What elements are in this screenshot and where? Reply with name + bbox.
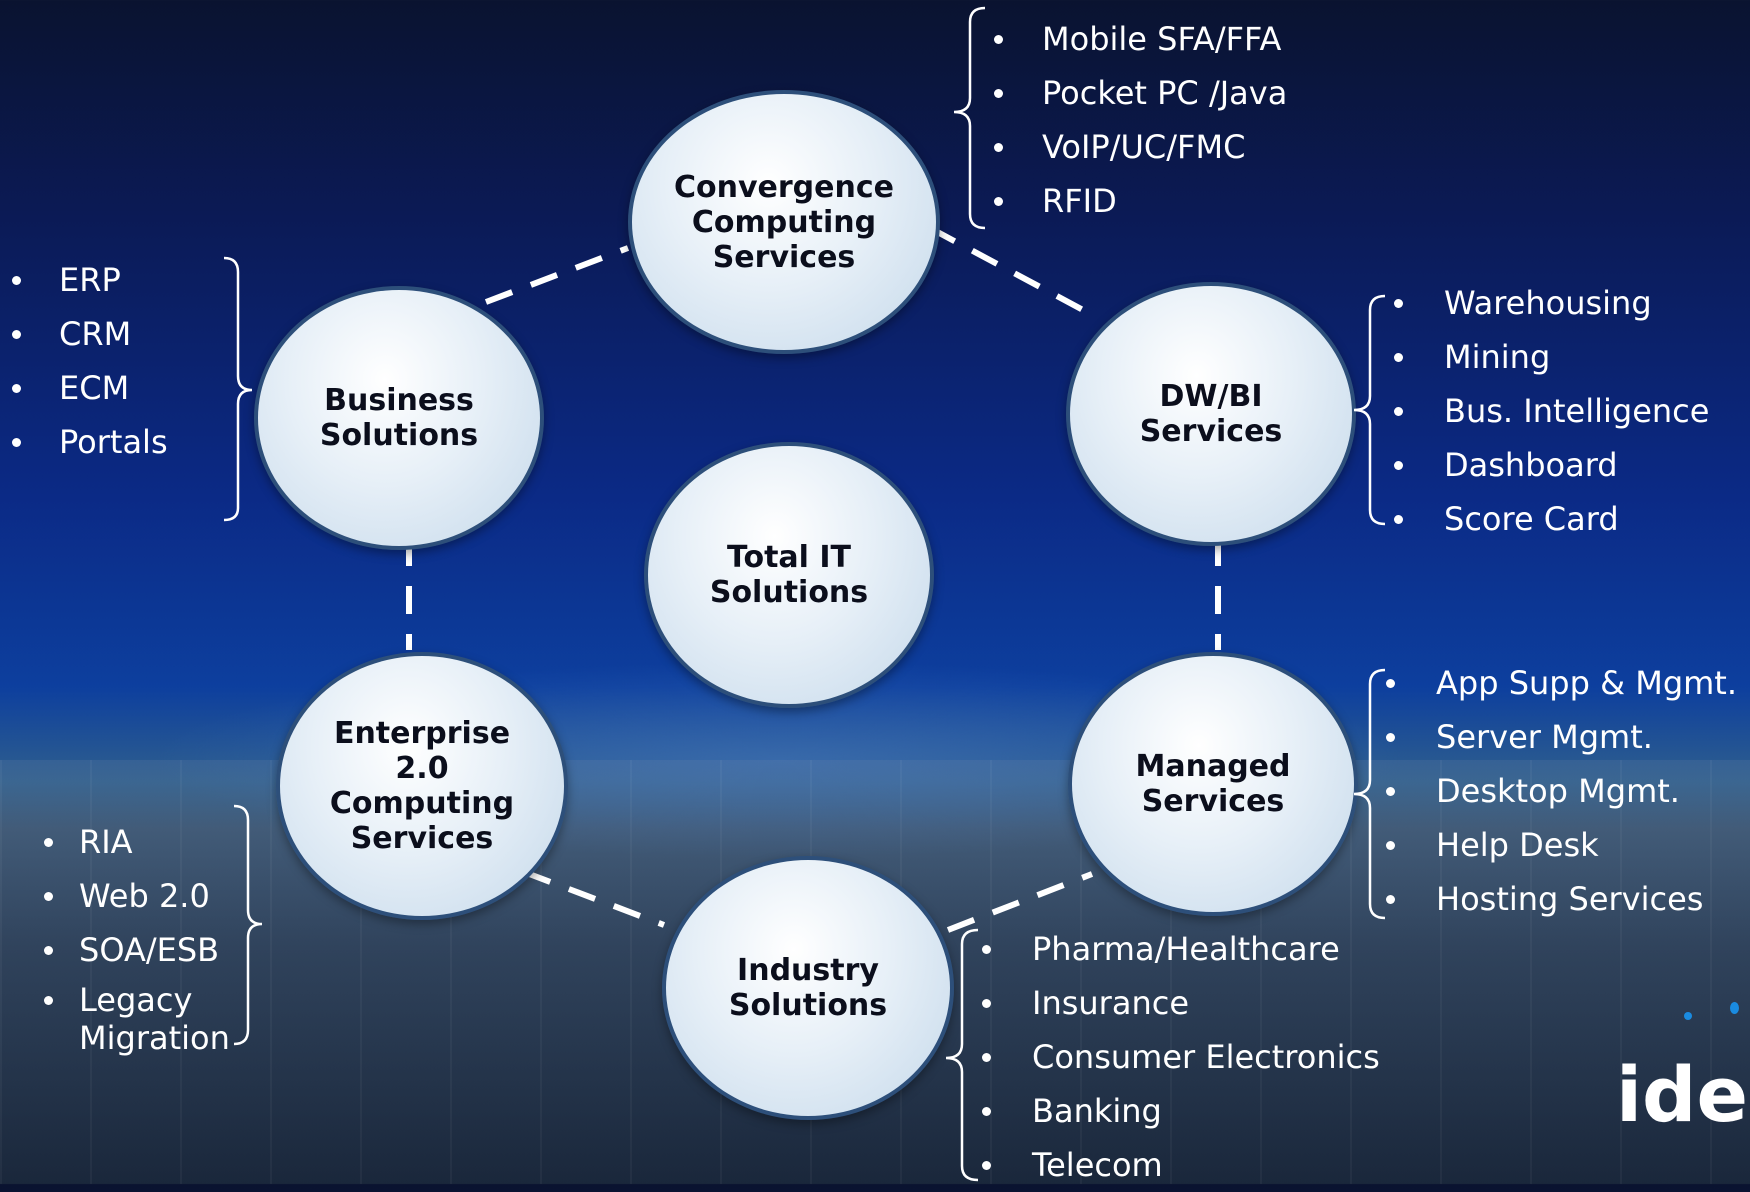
list-item: RIA <box>44 815 230 869</box>
bullet-icon <box>982 945 991 954</box>
list-convergence: Mobile SFA/FFA Pocket PC /Java VoIP/UC/F… <box>994 12 1287 228</box>
brace-managed <box>1353 668 1386 920</box>
bullet-icon <box>982 1161 991 1170</box>
brace-convergence <box>953 6 986 230</box>
bullet-icon <box>1386 679 1395 688</box>
list-item: Web 2.0 <box>44 869 230 923</box>
list-item: Help Desk <box>1386 818 1737 872</box>
list-business: ERP CRM ECM Portals <box>12 253 168 469</box>
list-item: Mining <box>1394 330 1709 384</box>
list-item: Dashboard <box>1394 438 1709 492</box>
node-label: Enterprise 2.0 Computing Services <box>329 716 515 856</box>
list-item: Banking <box>982 1084 1380 1138</box>
list-item: Insurance <box>982 976 1380 1030</box>
bullet-icon <box>994 35 1003 44</box>
node-managed-services: Managed Services <box>1068 652 1358 916</box>
bullet-icon <box>1386 841 1395 850</box>
logo-text: ide <box>1616 1050 1748 1139</box>
list-item: App Supp & Mgmt. <box>1386 656 1737 710</box>
node-label: DW/BI Services <box>1139 379 1283 449</box>
list-item: Portals <box>12 415 168 469</box>
bullet-icon <box>1394 461 1403 470</box>
connector-business-convergence <box>484 245 630 305</box>
list-item: Legacy Migration <box>44 977 230 1057</box>
bullet-icon <box>994 89 1003 98</box>
node-business-solutions: Business Solutions <box>254 286 544 550</box>
logo-dot-icon <box>1730 1002 1739 1014</box>
bullet-icon <box>994 197 1003 206</box>
node-label: Business Solutions <box>319 383 479 453</box>
bullet-icon <box>1394 353 1403 362</box>
node-convergence-computing-services: Convergence Computing Services <box>628 90 940 354</box>
list-managed: App Supp & Mgmt. Server Mgmt. Desktop Mg… <box>1386 656 1737 926</box>
node-total-it-solutions: Total IT Solutions <box>644 442 934 708</box>
node-industry-solutions: Industry Solutions <box>662 856 954 1120</box>
bullet-icon <box>44 838 53 847</box>
bullet-icon <box>982 999 991 1008</box>
node-label: Industry Solutions <box>728 953 888 1023</box>
bullet-icon <box>1394 299 1403 308</box>
list-item: Bus. Intelligence <box>1394 384 1709 438</box>
bullet-icon <box>44 946 53 955</box>
node-label: Managed Services <box>1135 749 1291 819</box>
list-dwbi: Warehousing Mining Bus. Intelligence Das… <box>1394 276 1709 546</box>
node-dw-bi-services: DW/BI Services <box>1066 282 1356 546</box>
logo-dot-icon <box>1684 1012 1692 1020</box>
bullet-icon <box>12 384 21 393</box>
bullet-icon <box>44 996 53 1005</box>
list-item: Warehousing <box>1394 276 1709 330</box>
bullet-icon <box>1394 407 1403 416</box>
list-item: Pocket PC /Java <box>994 66 1287 120</box>
connector-enterprise-industry <box>522 869 666 928</box>
bullet-icon <box>1394 515 1403 524</box>
company-logo: ide <box>1580 980 1750 1184</box>
list-item: Mobile SFA/FFA <box>994 12 1287 66</box>
list-item: Telecom <box>982 1138 1380 1192</box>
node-label: Total IT Solutions <box>709 540 869 610</box>
list-item: VoIP/UC/FMC <box>994 120 1287 174</box>
node-label: Convergence Computing Services <box>674 169 894 275</box>
brace-business <box>223 256 253 522</box>
brace-industry <box>945 928 979 1182</box>
bullet-icon <box>1386 733 1395 742</box>
list-item: Server Mgmt. <box>1386 710 1737 764</box>
bullet-icon <box>12 438 21 447</box>
brace-dwbi <box>1353 294 1386 526</box>
list-item: RFID <box>994 174 1287 228</box>
list-item: Score Card <box>1394 492 1709 546</box>
list-item: Hosting Services <box>1386 872 1737 926</box>
bullet-icon <box>982 1107 991 1116</box>
list-enterprise: RIA Web 2.0 SOA/ESB Legacy Migration <box>44 815 230 1057</box>
list-item: SOA/ESB <box>44 923 230 977</box>
brace-enterprise <box>233 804 263 1046</box>
list-item: Desktop Mgmt. <box>1386 764 1737 818</box>
list-industry: Pharma/Healthcare Insurance Consumer Ele… <box>982 922 1380 1192</box>
bullet-icon <box>994 143 1003 152</box>
bullet-icon <box>44 892 53 901</box>
list-item: Consumer Electronics <box>982 1030 1380 1084</box>
connector-convergence-dwbi <box>928 225 1100 321</box>
bullet-icon <box>12 276 21 285</box>
bullet-icon <box>1386 895 1395 904</box>
bullet-icon <box>1386 787 1395 796</box>
list-item: ERP <box>12 253 168 307</box>
list-item: CRM <box>12 307 168 361</box>
list-item: Pharma/Healthcare <box>982 922 1380 976</box>
connector-industry-managed <box>946 871 1094 933</box>
bullet-icon <box>12 330 21 339</box>
node-enterprise-computing-services: Enterprise 2.0 Computing Services <box>276 652 568 920</box>
list-item: ECM <box>12 361 168 415</box>
bullet-icon <box>982 1053 991 1062</box>
